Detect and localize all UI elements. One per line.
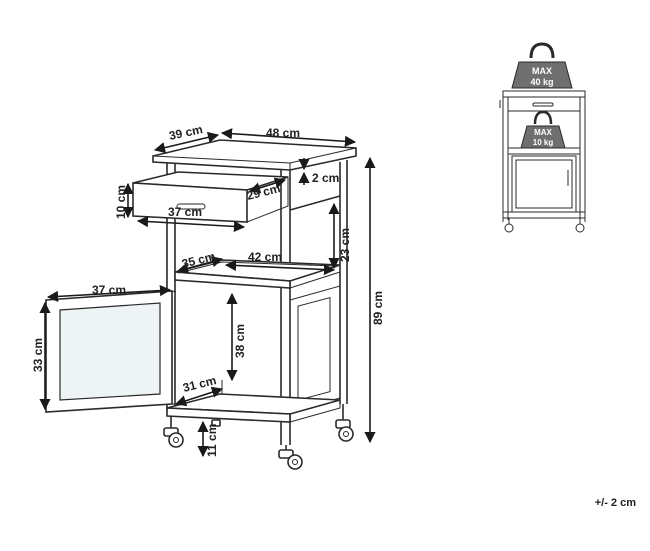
dim-top-thickness: 2 cm [312,171,339,185]
load-top-label: MAX [532,66,552,76]
weight-top-icon: MAX 40 kg [511,42,573,89]
dim-drawer-width: 37 cm [168,205,202,219]
dim-width-top: 48 cm [266,126,300,140]
caster-back-right [335,404,354,442]
dim-upper-opening: 23 cm [338,228,352,262]
load-middle-label: MAX [534,128,552,137]
cabinet-door [45,290,177,413]
main-cart-drawing [45,139,357,470]
load-diagram: MAX 40 kg MAX 10 kg [499,42,586,233]
dim-total-height: 89 cm [371,291,385,325]
dimension-lines [39,128,376,458]
dimension-labels: 39 cm 48 cm 2 cm 10 cm 29 cm 37 cm 23 cm… [31,122,385,457]
dim-leg-clearance: 11 cm [205,424,219,457]
weight-middle-icon: MAX 10 kg [520,110,566,149]
dim-shelf-width: 42 cm [248,250,282,264]
dim-cabinet-height: 38 cm [233,324,247,358]
caster-front-left [163,416,184,448]
load-middle-value: 10 kg [533,138,554,147]
caster-back-left [211,419,221,427]
tolerance-note: +/- 2 cm [594,497,636,509]
dim-depth-top: 39 cm [168,122,204,143]
dim-door-height: 33 cm [31,338,45,372]
dim-door-width: 37 cm [92,283,126,297]
dim-drawer-height: 10 cm [114,185,128,219]
drawer-handle [176,203,206,210]
caster-front-right [278,445,303,470]
load-top-value: 40 kg [530,77,553,87]
